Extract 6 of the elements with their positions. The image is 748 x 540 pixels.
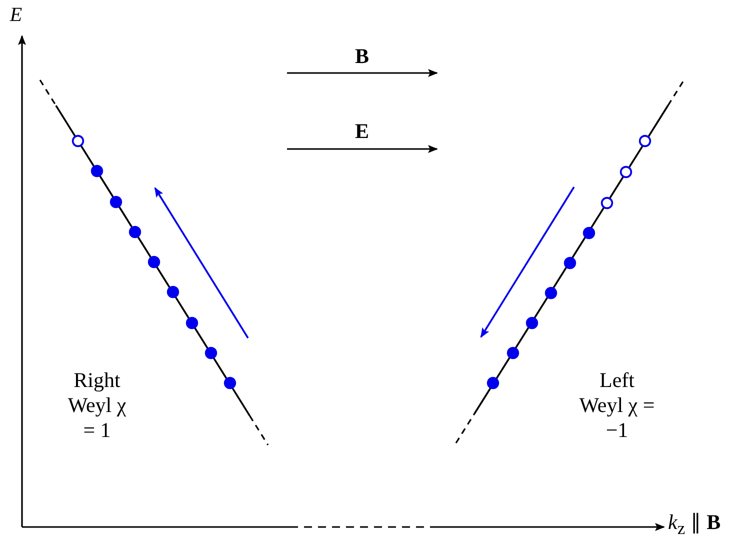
branch-label: Left Weyl χ = −1: [578, 368, 656, 444]
axis-label: k$_{z}$ ∥ B: [668, 510, 722, 540]
field-label: B: [354, 44, 370, 70]
branch-label: Right Weyl χ = 1: [66, 368, 128, 444]
axis-label: E: [8, 3, 24, 27]
field-label: E: [354, 119, 370, 144]
